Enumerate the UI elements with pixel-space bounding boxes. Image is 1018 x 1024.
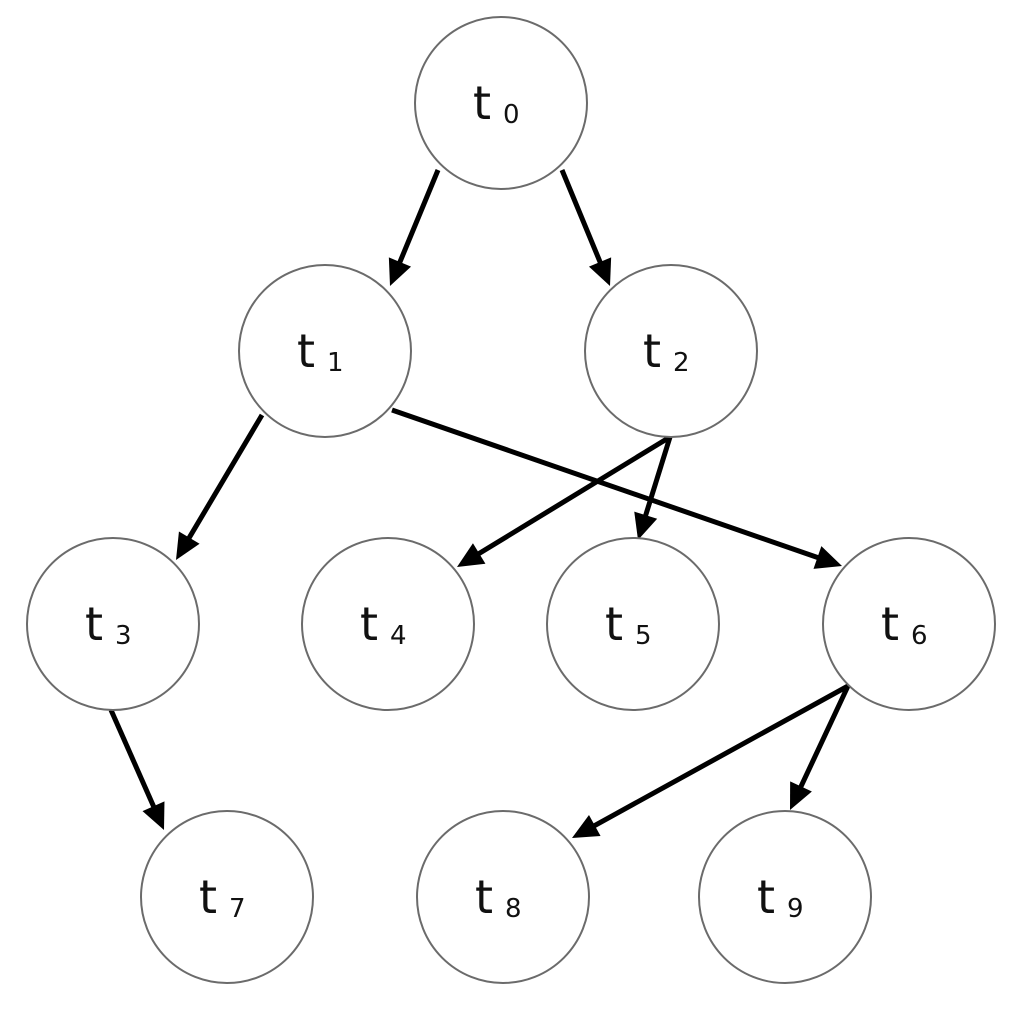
- edge-line: [108, 708, 158, 811]
- arrowhead-icon: [813, 546, 842, 569]
- edge-t6-to-t8: [572, 683, 850, 838]
- node-subscript: 3: [115, 621, 132, 651]
- arrowhead-icon: [790, 781, 812, 810]
- edge-line: [474, 434, 672, 558]
- node-circle: [584, 264, 758, 438]
- edge-line: [559, 169, 604, 267]
- node-subscript: 7: [229, 894, 246, 924]
- node-label: t: [605, 597, 623, 651]
- node-label: t: [881, 597, 899, 651]
- edge-t6-to-t9: [790, 684, 851, 810]
- node-subscript: 2: [673, 348, 690, 378]
- edge-t0-to-t1: [388, 169, 441, 286]
- edge-line: [590, 683, 850, 830]
- node-subscript: 9: [787, 894, 804, 924]
- node-subscript: 1: [327, 348, 344, 378]
- arrowhead-icon: [572, 814, 601, 838]
- node-circle: [414, 16, 588, 190]
- node-label: t: [297, 324, 315, 378]
- edge-t3-to-t7: [108, 708, 165, 830]
- node-circle: [140, 810, 314, 984]
- node-label: t: [757, 870, 775, 924]
- edge-t1-to-t3: [176, 413, 265, 560]
- arrowhead-icon: [176, 531, 200, 560]
- node-subscript: 4: [390, 621, 407, 651]
- edge-line: [396, 169, 441, 267]
- edge-t2-to-t4: [457, 434, 672, 567]
- node-label: t: [473, 76, 491, 130]
- node-label: t: [85, 597, 103, 651]
- node-label: t: [199, 870, 217, 924]
- node-subscript: 0: [503, 100, 520, 130]
- node-circle: [546, 537, 720, 711]
- arrowhead-icon: [634, 511, 658, 540]
- node-label: t: [360, 597, 378, 651]
- node-circle: [698, 810, 872, 984]
- node-circle: [822, 537, 996, 711]
- node-circle: [238, 264, 412, 438]
- edge-line: [391, 407, 823, 562]
- node-label: t: [475, 870, 493, 924]
- edge-t1-to-t6: [391, 407, 842, 569]
- edge-line: [642, 436, 673, 520]
- arrowhead-icon: [457, 543, 486, 567]
- node-circle: [301, 537, 475, 711]
- node-subscript: 6: [911, 621, 928, 651]
- node-label: t: [643, 324, 661, 378]
- edge-t0-to-t2: [559, 169, 612, 286]
- edges-layer: [108, 169, 851, 838]
- edge-t2-to-t5: [634, 436, 673, 540]
- arrowhead-icon: [142, 801, 165, 830]
- arrowhead-icon: [588, 257, 612, 286]
- node-subscript: 8: [505, 894, 522, 924]
- node-circle: [416, 810, 590, 984]
- node-circle: [26, 537, 200, 711]
- edge-line: [185, 413, 265, 543]
- node-subscript: 5: [635, 621, 652, 651]
- arrowhead-icon: [388, 257, 412, 286]
- edge-line: [797, 684, 851, 792]
